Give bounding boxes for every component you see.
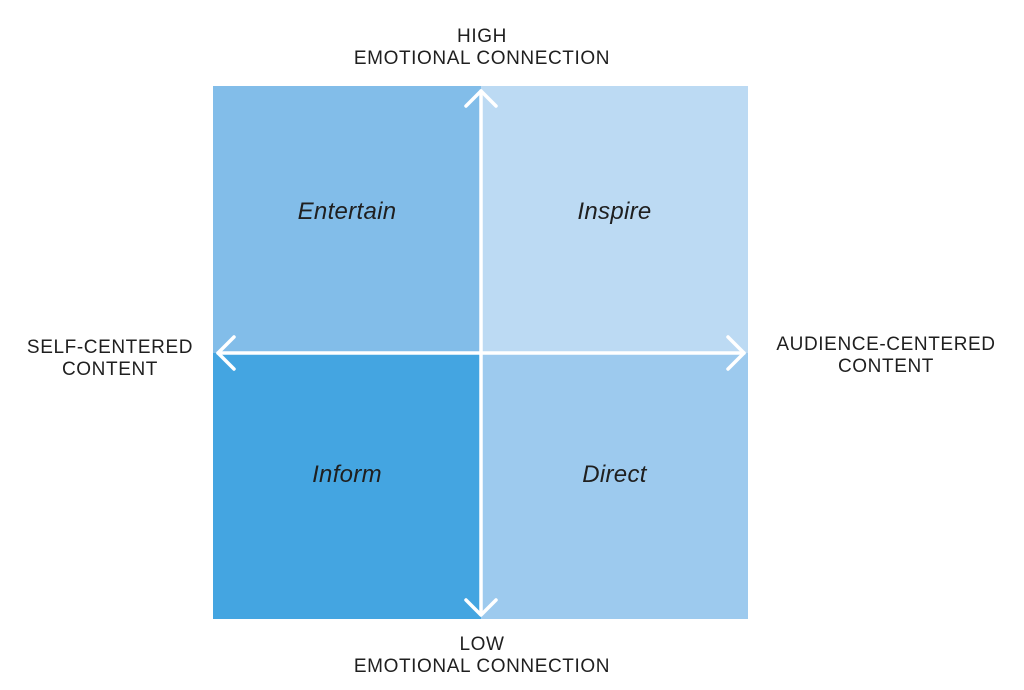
axis-label-right-line1: AUDIENCE-CENTERED <box>776 334 996 355</box>
axis-label-right-line2: CONTENT <box>837 356 935 377</box>
axis-label-bottom-line1: LOW <box>459 634 505 655</box>
axis-label-self-centered-content: SELF-CENTERED CONTENT <box>10 337 210 381</box>
axis-label-left-line2: CONTENT <box>61 359 159 380</box>
quadrant-direct: Direct <box>481 353 748 619</box>
axis-label-top-line1: HIGH <box>457 26 507 47</box>
quadrant-inspire: Inspire <box>481 86 748 353</box>
axis-label-audience-centered-content: AUDIENCE-CENTERED CONTENT <box>756 334 1016 378</box>
axis-label-top-line2: EMOTIONAL CONNECTION <box>353 48 611 69</box>
axis-label-bottom-line2: EMOTIONAL CONNECTION <box>353 656 611 677</box>
quadrant-entertain: Entertain <box>213 86 481 353</box>
quadrant-label-direct: Direct <box>582 461 647 488</box>
quadrant-label-inform: Inform <box>312 461 382 488</box>
axis-label-low-emotional-connection: LOW EMOTIONAL CONNECTION <box>0 634 964 678</box>
axis-label-left-line1: SELF-CENTERED <box>26 337 194 358</box>
axis-label-high-emotional-connection: HIGH EMOTIONAL CONNECTION <box>0 26 964 70</box>
quadrant-label-entertain: Entertain <box>297 198 397 225</box>
quadrant-label-inspire: Inspire <box>577 198 652 225</box>
quadrant-inform: Inform <box>213 353 481 619</box>
